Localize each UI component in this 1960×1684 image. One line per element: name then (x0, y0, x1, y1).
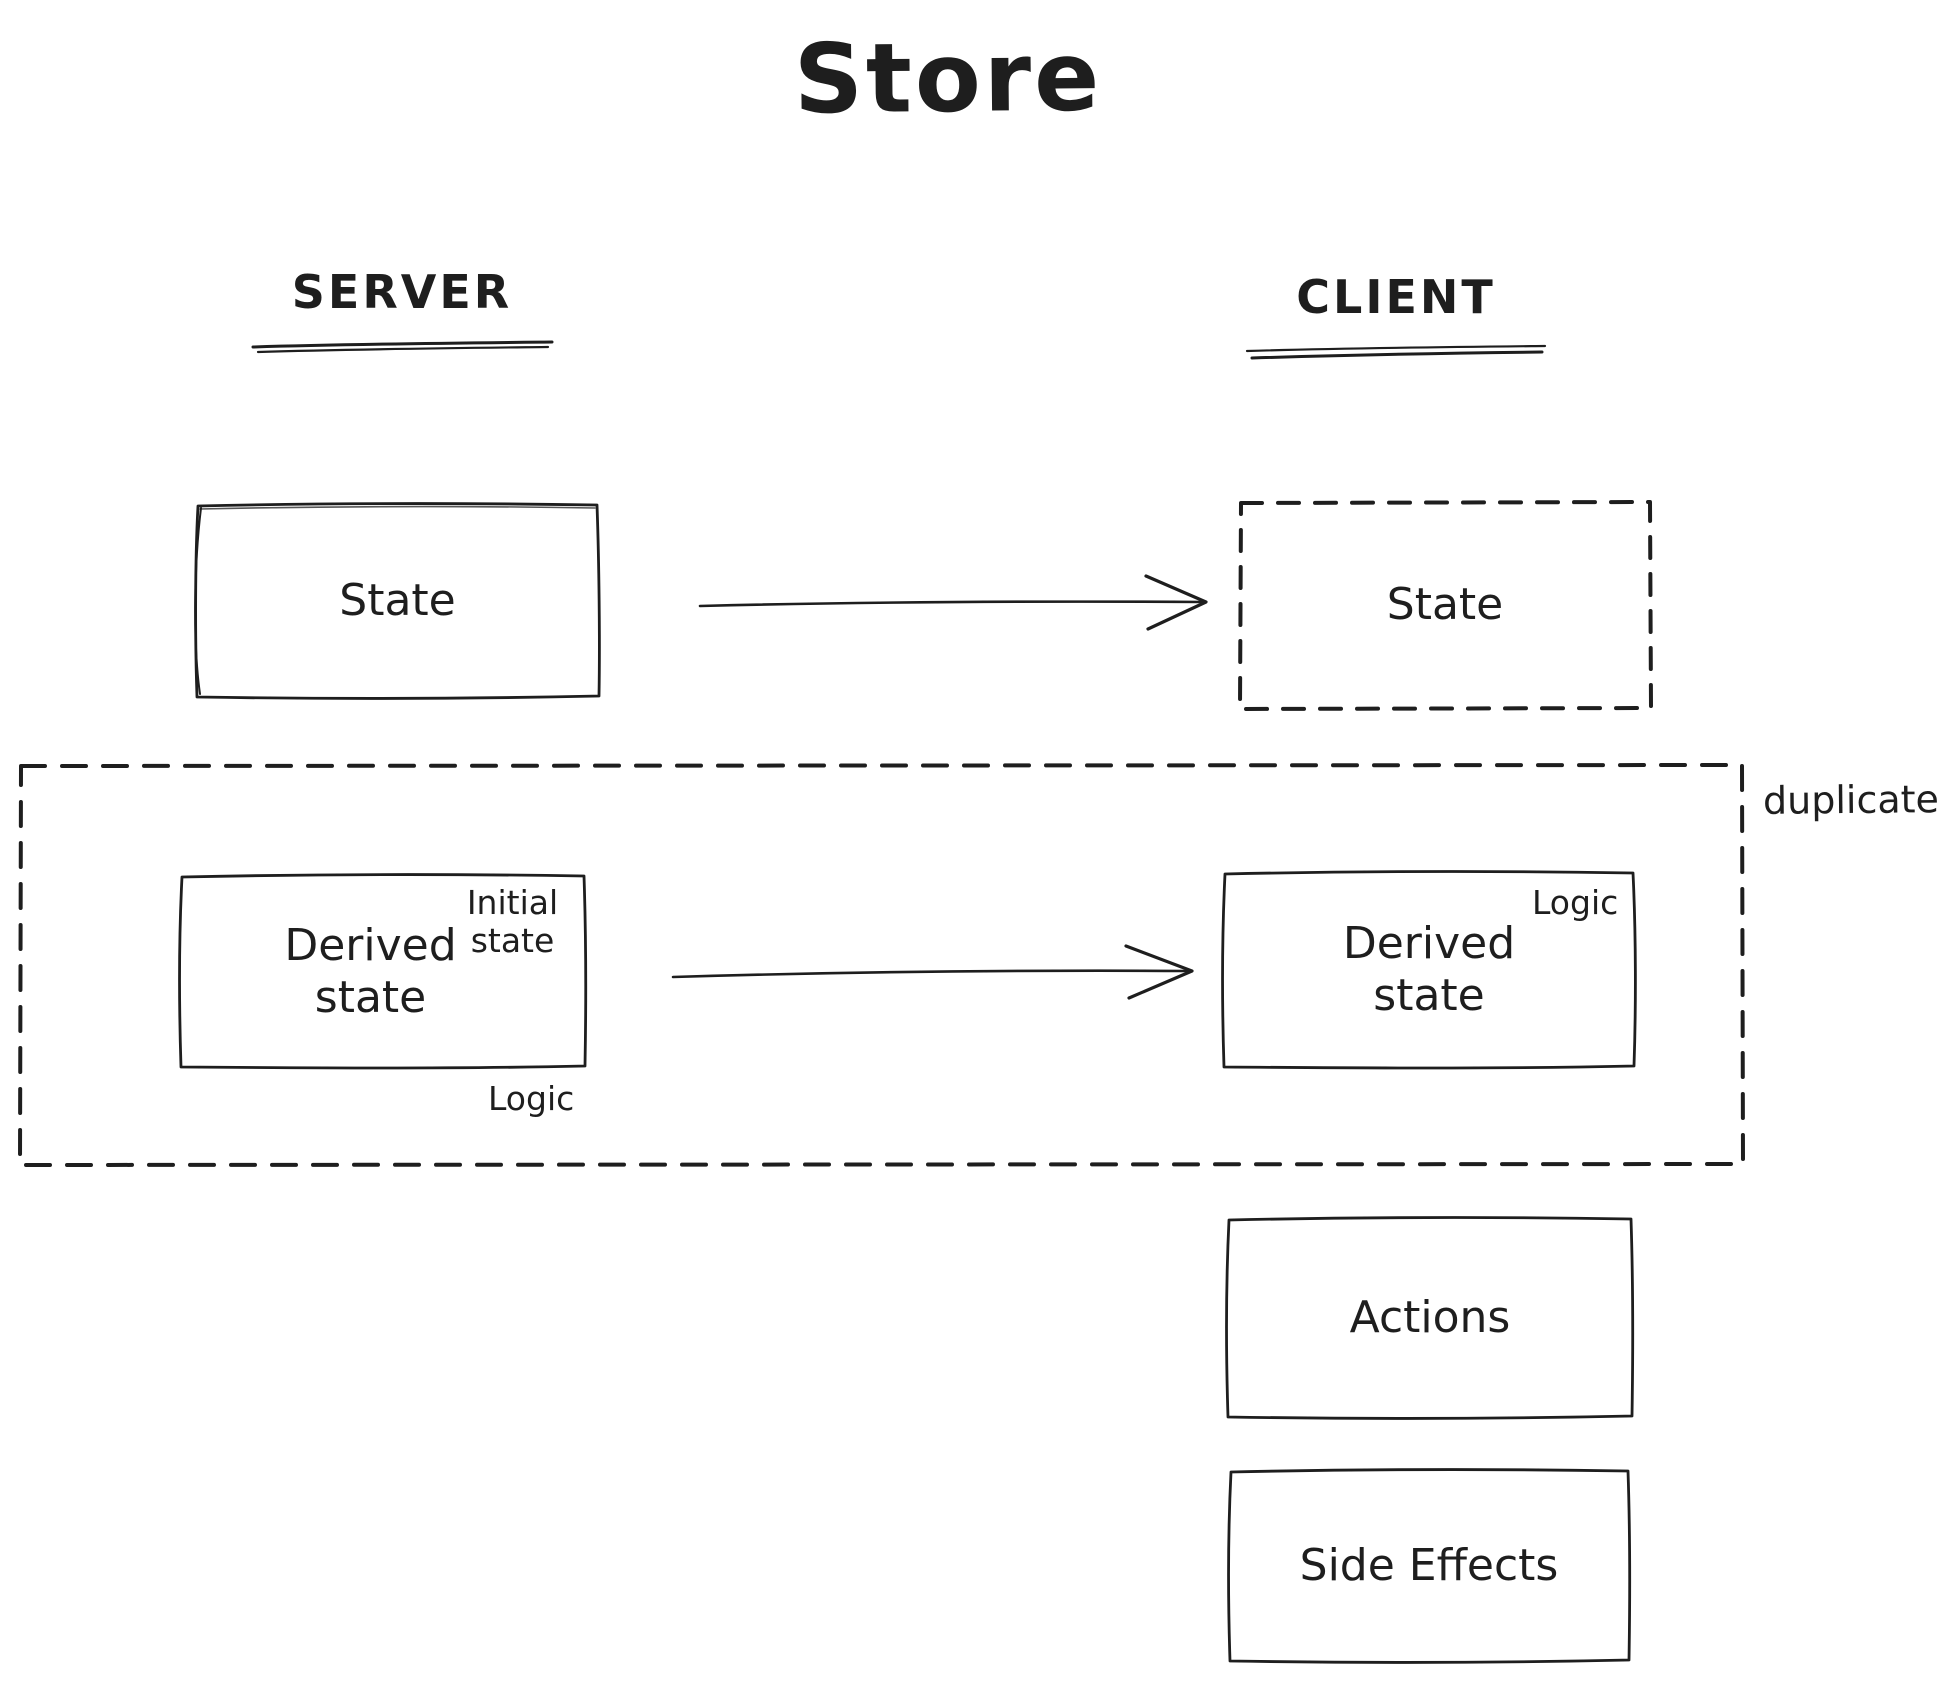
server-heading-underline (251, 340, 554, 354)
arrow-state-sync (698, 574, 1208, 631)
actions-box: Actions (1227, 1218, 1633, 1418)
actions-label: Actions (1349, 1292, 1511, 1344)
client-column-heading: CLIENT (1296, 270, 1496, 324)
diagram-title: Store (793, 20, 1103, 136)
client-derived-logic-note: Logic (1532, 883, 1619, 922)
duplicate-region-outline (18, 763, 1745, 1167)
client-derived-box-outline (1221, 870, 1637, 1070)
server-state-box-outline (194, 502, 601, 700)
side-effects-box: Side Effects (1228, 1470, 1630, 1662)
server-state-box: State (195, 503, 600, 698)
server-derived-state-box: Derived state (180, 875, 585, 1068)
client-heading-underline (1245, 344, 1547, 360)
side-effects-box-outline (1227, 1468, 1632, 1664)
server-derived-initial-state-note: Initial state (466, 883, 559, 960)
client-state-box: State (1240, 502, 1650, 708)
server-column-heading: SERVER (291, 265, 513, 319)
arrow-derived-sync (671, 944, 1194, 1000)
client-derived-state-box: Derived state (1223, 872, 1635, 1068)
client-state-label: State (1386, 579, 1504, 631)
duplicate-annotation: duplicate (1762, 777, 1940, 823)
side-effects-label: Side Effects (1299, 1540, 1559, 1592)
server-derived-logic-note: Logic (488, 1079, 575, 1118)
actions-box-outline (1225, 1216, 1635, 1420)
client-state-box-outline (1238, 500, 1653, 711)
server-state-label: State (339, 574, 456, 626)
server-derived-state-label: Derived state (284, 919, 457, 1023)
server-derived-box-outline (178, 873, 588, 1070)
client-derived-state-label: Derived state (1342, 918, 1516, 1021)
